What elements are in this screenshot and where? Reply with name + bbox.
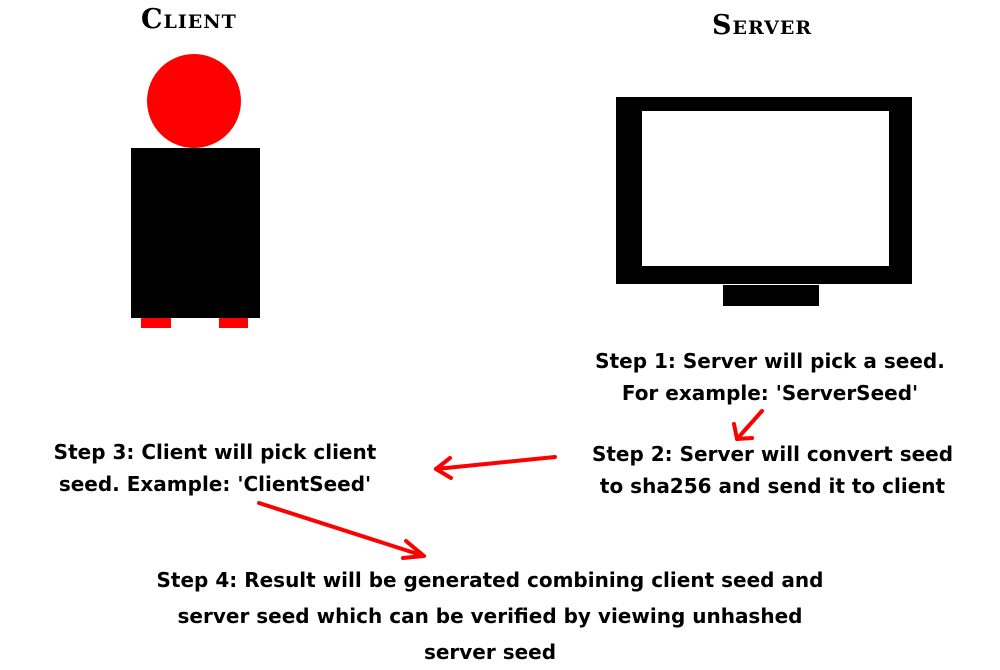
arrow-step2-to-step3 bbox=[434, 455, 557, 480]
step-4-line-3: server seed bbox=[423, 640, 557, 664]
step-3-line-2: seed. Example: 'ClientSeed' bbox=[58, 472, 372, 496]
client-figure bbox=[131, 54, 260, 328]
arrows bbox=[257, 409, 764, 560]
arrow-step3-to-step4 bbox=[257, 501, 426, 560]
client-body bbox=[131, 148, 260, 318]
client-right-foot bbox=[219, 318, 248, 328]
arrow-step1-to-step2 bbox=[732, 409, 764, 441]
step-1-text: Step 1: Server will pick a seed. For exa… bbox=[560, 345, 980, 409]
step-2-text: Step 2: Server will convert seed to sha2… bbox=[560, 438, 985, 502]
server-monitor bbox=[616, 97, 912, 306]
step-1-line-1: Step 1: Server will pick a seed. bbox=[595, 349, 945, 373]
monitor-stand bbox=[723, 285, 819, 306]
step-4-line-1: Step 4: Result will be generated combini… bbox=[156, 568, 824, 592]
step-2-line-2: to sha256 and send it to client bbox=[599, 474, 946, 498]
client-left-foot bbox=[141, 318, 171, 328]
step-3-text: Step 3: Client will pick client seed. Ex… bbox=[20, 436, 410, 500]
client-head bbox=[147, 54, 241, 148]
client-title: Client bbox=[141, 4, 237, 35]
step-4-text: Step 4: Result will be generated combini… bbox=[110, 562, 870, 670]
step-1-line-2: For example: 'ServerSeed' bbox=[621, 381, 919, 405]
step-2-line-1: Step 2: Server will convert seed bbox=[591, 442, 954, 466]
monitor-screen bbox=[642, 111, 889, 266]
step-4-line-2: server seed which can be verified by vie… bbox=[177, 604, 803, 628]
step-3-line-1: Step 3: Client will pick client bbox=[53, 440, 377, 464]
server-title: Server bbox=[712, 10, 813, 41]
